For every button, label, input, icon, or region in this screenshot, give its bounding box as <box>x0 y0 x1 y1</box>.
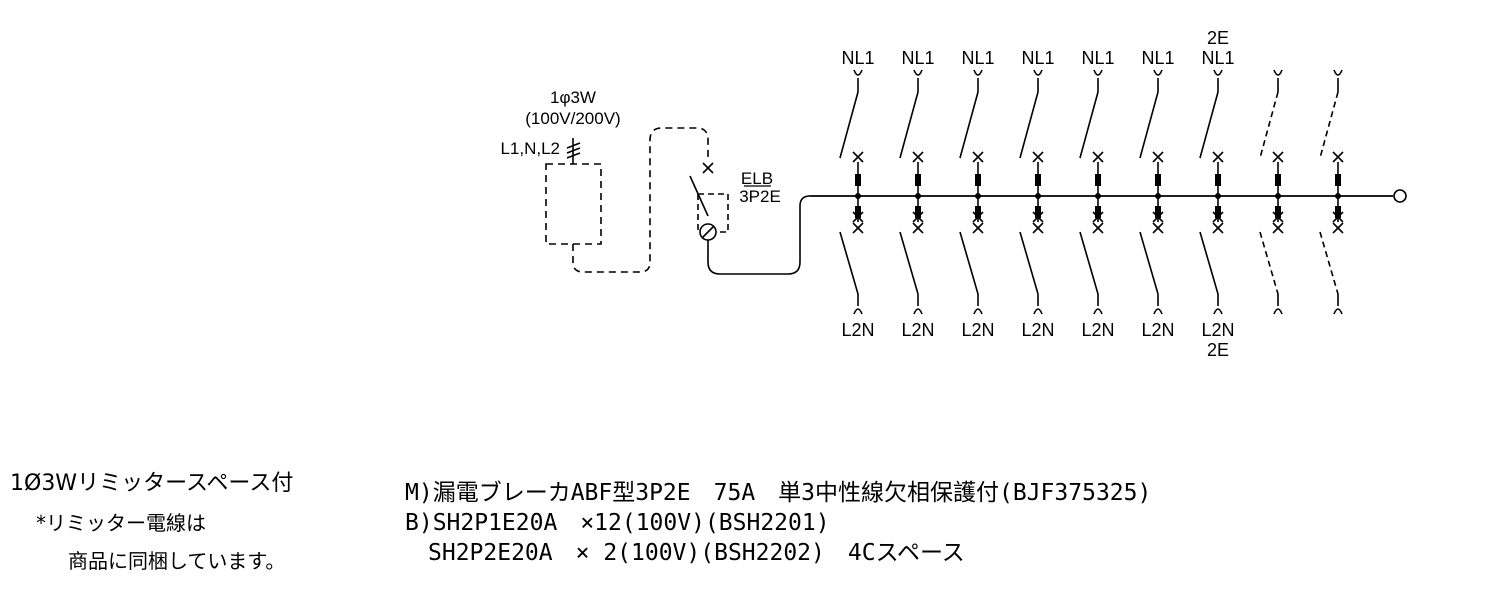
main-breaker-name: ELB <box>741 169 773 188</box>
spare-breaker-space <box>1259 69 1284 315</box>
fuse-element-icon <box>975 206 981 218</box>
spec-branch-1e: B)SH2P1E20A ×12(100V)(BSH2201) <box>405 510 830 536</box>
terminal-icon <box>1153 69 1163 76</box>
fuse-element-icon <box>1095 174 1101 186</box>
fuse-element-icon <box>855 206 861 218</box>
terminal-icon <box>1093 69 1103 76</box>
branch-top-label: NL1 <box>1021 48 1054 68</box>
bus-connection-dot <box>975 193 981 199</box>
branch-bottom-label: L2N <box>841 320 874 340</box>
fuse-element-icon <box>1035 206 1041 218</box>
limiter-space-box <box>545 163 602 245</box>
branch-top-label: NL1 <box>1201 48 1234 68</box>
breaker-x-mark-icon <box>702 162 714 174</box>
terminal-icon <box>1033 69 1043 76</box>
bus-connection-dot <box>1335 193 1341 199</box>
fuse-element-icon <box>1335 174 1341 186</box>
main-breaker-poles: 3P2E <box>739 187 781 206</box>
note-included: 商品に同梱しています。 <box>68 549 285 573</box>
note-limiter-space: 1Ø3Wリミッタースペース付 <box>10 471 293 496</box>
fuse-element-icon <box>1155 174 1161 186</box>
bus-connection-dot <box>1215 193 1221 199</box>
fuse-element-icon <box>1215 174 1221 186</box>
terminal-icon <box>973 308 983 315</box>
terminal-icon <box>853 69 863 76</box>
branch-top-label: NL1 <box>841 48 874 68</box>
conductor-label: L1,N,L2 <box>500 139 560 158</box>
main-feed-wire <box>707 195 811 275</box>
note-limiter-wire: *リミッター電線は <box>36 511 206 535</box>
fuse-element-icon <box>975 174 981 186</box>
terminal-icon <box>1273 308 1283 315</box>
fuse-element-icon <box>1095 206 1101 218</box>
branch-bottom-label: L2N <box>1201 320 1234 340</box>
branch-top-label: NL1 <box>961 48 994 68</box>
fuse-element-icon <box>855 174 861 186</box>
branch-bottom-label: L2N <box>901 320 934 340</box>
supply-voltage-label: (100V/200V) <box>525 109 620 128</box>
terminal-icon <box>1333 308 1343 315</box>
spare-breaker-space <box>1319 69 1344 315</box>
bus-connection-dot <box>1035 193 1041 199</box>
bus-connection-dot <box>915 193 921 199</box>
branch-bottom-label: L2N <box>1021 320 1054 340</box>
terminal-icon <box>973 69 983 76</box>
branch7-bottom-suffix: 2E <box>1207 340 1229 360</box>
branch-breakers: NL1L2NNL1L2NNL1L2NNL1L2NNL1L2NNL1L2NNL1L… <box>839 48 1344 340</box>
fuse-element-icon <box>1215 206 1221 218</box>
bus-connection-dot <box>1155 193 1161 199</box>
terminal-icon <box>853 308 863 315</box>
branch-bottom-label: L2N <box>1081 320 1114 340</box>
terminal-icon <box>1273 69 1283 76</box>
terminal-icon <box>1213 69 1223 76</box>
terminal-icon <box>1213 308 1223 315</box>
terminal-icon <box>1333 69 1343 76</box>
supply-type-label: 1φ3W <box>550 88 596 107</box>
branch-bottom-label: L2N <box>961 320 994 340</box>
branch7-top-prefix: 2E <box>1207 28 1229 48</box>
terminal-icon <box>1153 308 1163 315</box>
three-wire-mark-icon <box>566 138 581 160</box>
main-breaker: ELB 3P2E <box>689 162 811 275</box>
bus-connection-dot <box>855 193 861 199</box>
incoming-supply: 1φ3W (100V/200V) L1,N,L2 <box>500 88 709 273</box>
branch-top-label: NL1 <box>1081 48 1114 68</box>
fuse-element-icon <box>1335 206 1341 218</box>
terminal-icon <box>1093 308 1103 315</box>
breaker-contact <box>689 175 709 217</box>
bus-connection-dot <box>1095 193 1101 199</box>
fuse-element-icon <box>915 174 921 186</box>
fuse-element-icon <box>1035 174 1041 186</box>
fuse-element-icon <box>915 206 921 218</box>
terminal-icon <box>913 308 923 315</box>
fuse-element-icon <box>1155 206 1161 218</box>
limiter-wire <box>572 127 709 273</box>
branch-bottom-label: L2N <box>1141 320 1174 340</box>
terminal-icon <box>1033 308 1043 315</box>
busbar-terminal-icon <box>1393 189 1407 203</box>
spec-branch-2e: SH2P2E20A × 2(100V)(BSH2202) 4Cスペース <box>405 540 965 566</box>
bus-connection-dot <box>1275 193 1281 199</box>
terminal-icon <box>913 69 923 76</box>
fuse-element-icon <box>1275 206 1281 218</box>
branch-top-label: NL1 <box>1141 48 1174 68</box>
spec-main-breaker: M)漏電ブレーカABF型3P2E 75A 単3中性線欠相保護付(BJF37532… <box>405 480 1151 506</box>
fuse-element-icon <box>1275 174 1281 186</box>
branch-top-label: NL1 <box>901 48 934 68</box>
